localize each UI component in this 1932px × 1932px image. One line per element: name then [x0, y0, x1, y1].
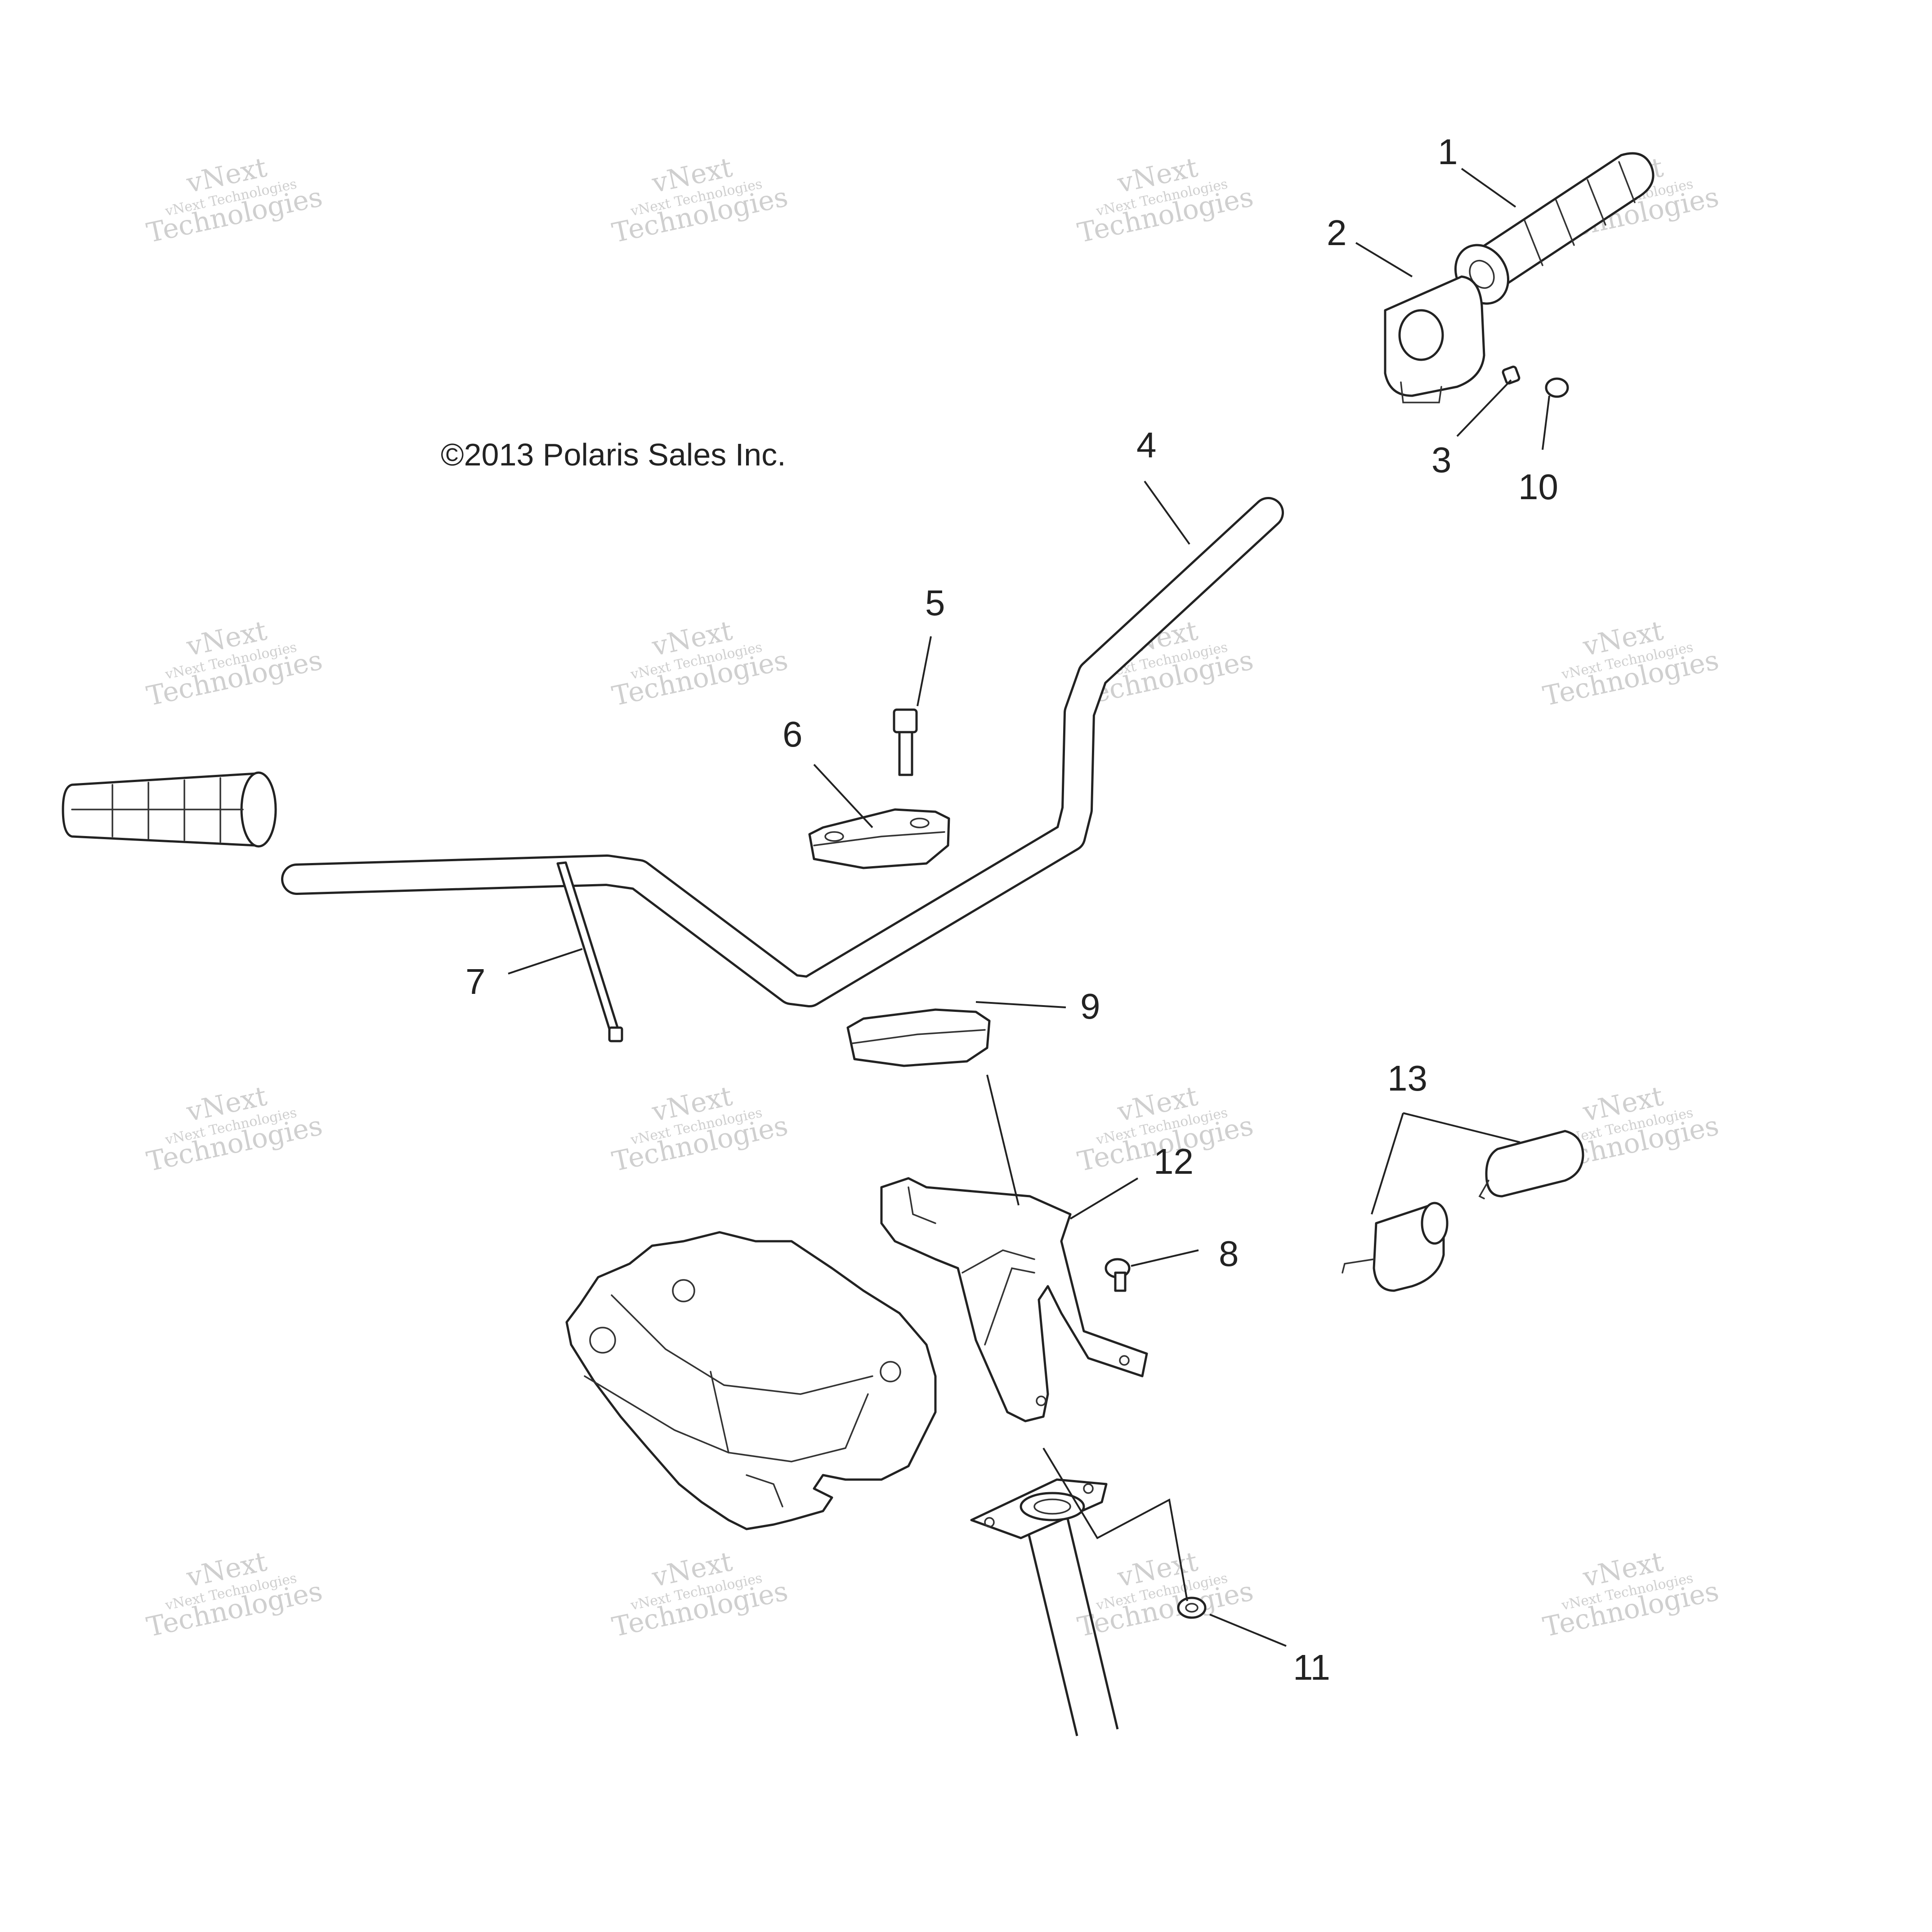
callout-3: 3	[1431, 440, 1452, 480]
callout-13: 13	[1387, 1058, 1427, 1098]
callout-1: 1	[1438, 132, 1458, 172]
callout-10: 10	[1518, 467, 1558, 507]
steering-post[interactable]	[970, 1478, 1119, 1736]
clamp-bolt[interactable]	[893, 708, 918, 776]
copyright-text: ©2013 Polaris Sales Inc.	[441, 437, 786, 472]
callout-7: 7	[465, 962, 486, 1002]
callout-5: 5	[925, 583, 945, 623]
small-nut[interactable]	[1502, 366, 1521, 385]
callout-numbers: 1 2 3 4 5 6 7 8 9 10 11 12 13	[465, 132, 1558, 1687]
cable-tie[interactable]	[556, 861, 623, 1042]
lower-handlebar-clamp[interactable]	[846, 1008, 991, 1067]
upper-handlebar-clamp[interactable]	[808, 808, 950, 869]
throttle-housing[interactable]	[1384, 275, 1485, 403]
hex-nut[interactable]	[1177, 1597, 1207, 1619]
callout-8: 8	[1219, 1234, 1239, 1274]
handlebar[interactable]	[281, 497, 1284, 1007]
callout-4: 4	[1136, 425, 1157, 465]
callout-12: 12	[1154, 1141, 1194, 1181]
callout-11: 11	[1293, 1647, 1330, 1687]
bracket-screw[interactable]	[1105, 1258, 1131, 1292]
callout-6: 6	[783, 714, 803, 754]
switch-assembly[interactable]	[1342, 1130, 1584, 1292]
end-cap[interactable]	[1545, 377, 1569, 398]
handlebar-cover[interactable]	[565, 1231, 937, 1530]
callout-9: 9	[1080, 986, 1100, 1026]
leader-lines	[508, 168, 1550, 1647]
mounting-bracket[interactable]	[880, 1177, 1148, 1422]
callout-2: 2	[1327, 213, 1347, 253]
left-handlebar-grip[interactable]	[62, 771, 277, 848]
